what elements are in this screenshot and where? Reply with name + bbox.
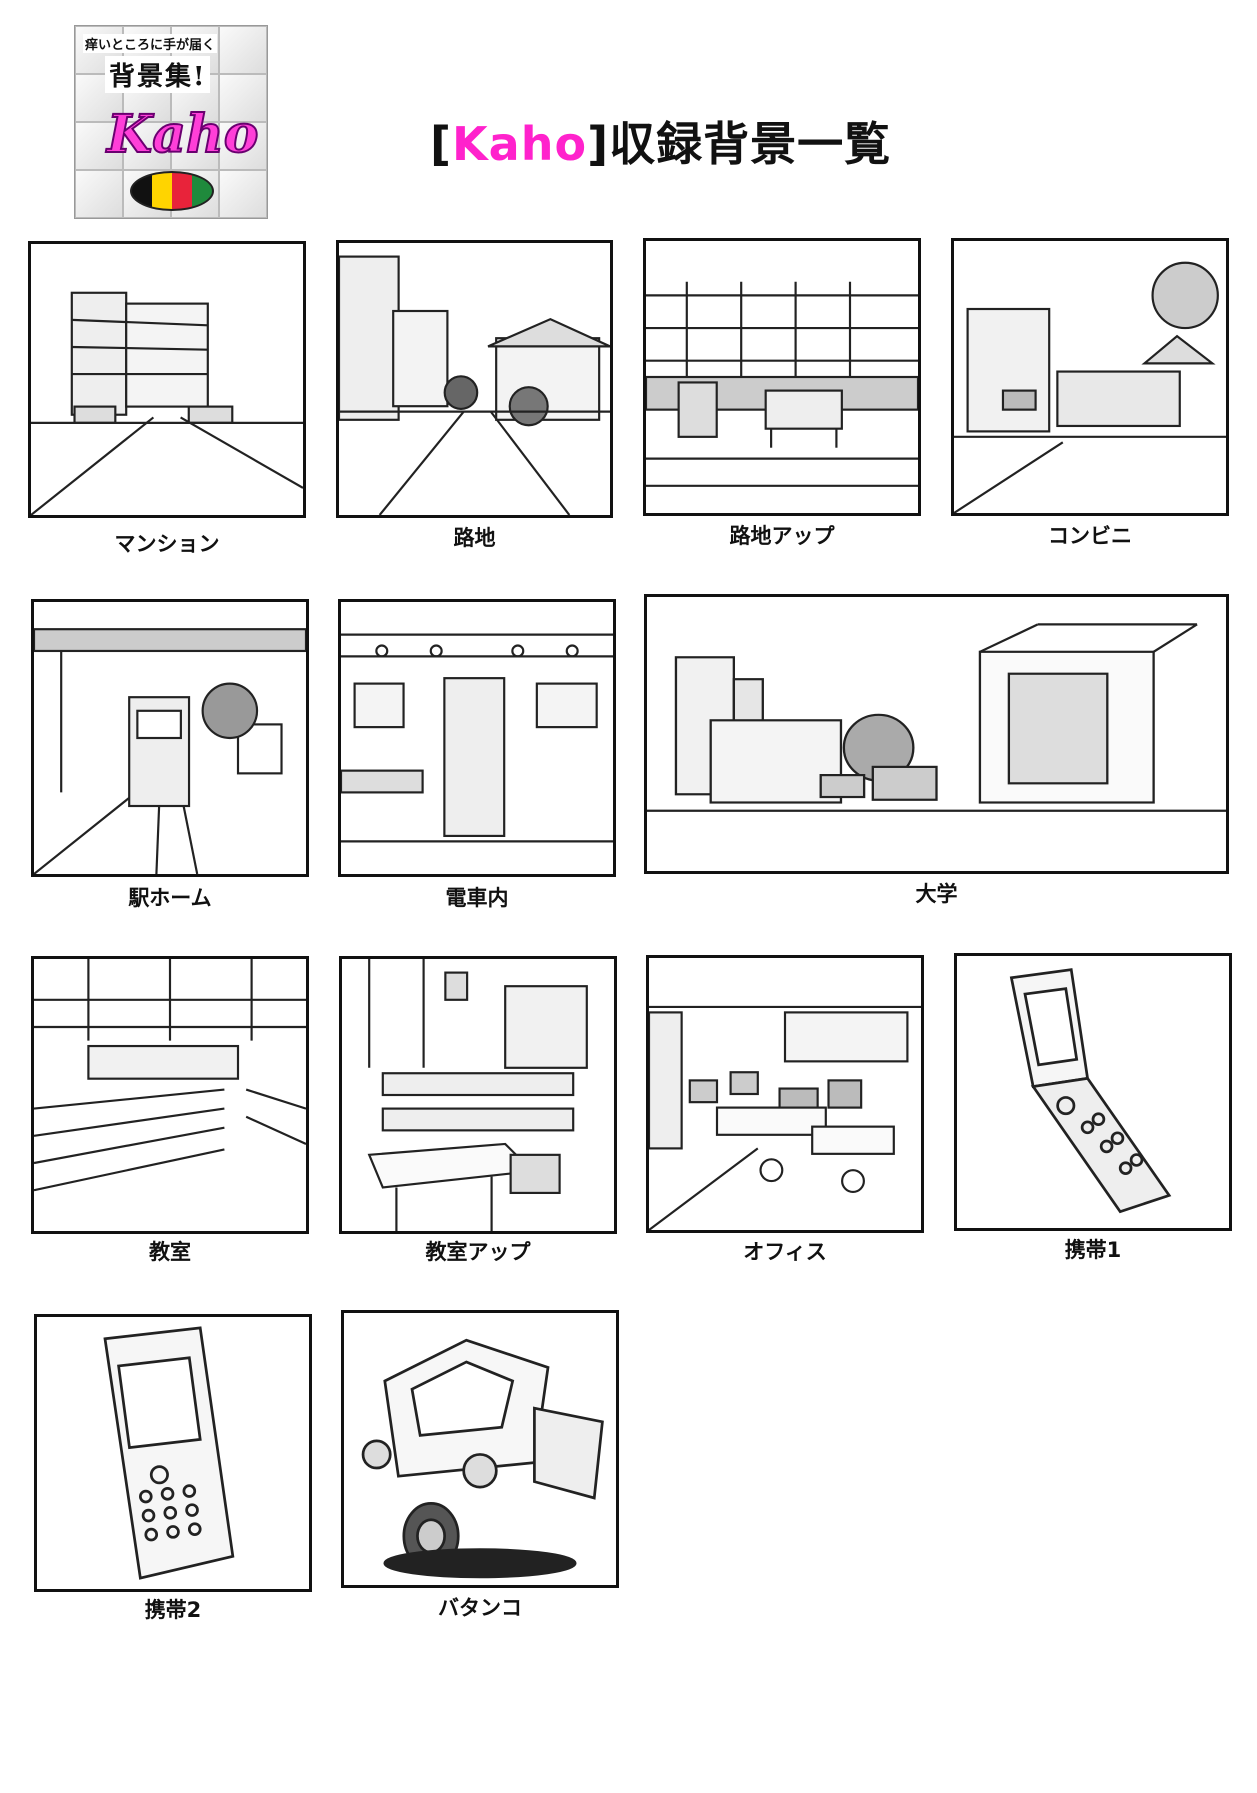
bar-phone-icon xyxy=(103,1326,235,1580)
logo-series-name: 背景集! xyxy=(105,56,211,93)
train-car-illustration xyxy=(341,633,613,843)
thumbnail-label-train-car: 電車内 xyxy=(445,886,509,910)
thumbnail-label-apartment: マンション xyxy=(114,532,220,556)
thumbnail-label-classroom: 教室 xyxy=(149,1240,191,1264)
thumbnail-label-bar-phone: 携帯2 xyxy=(144,1598,202,1622)
title-close-bracket: ] xyxy=(587,117,610,171)
title-open-bracket: [ xyxy=(430,117,453,171)
background-thumbnail-alley[interactable] xyxy=(336,240,613,518)
thumbnail-label-classroom-close: 教室アップ xyxy=(425,1240,531,1264)
classroom-close-illustration xyxy=(367,959,588,1231)
background-thumbnail-office[interactable] xyxy=(646,955,924,1233)
alley-illustration xyxy=(339,255,610,515)
logo-wordmark: Kaho xyxy=(106,103,259,166)
thumbnail-label-alley: 路地 xyxy=(453,526,496,550)
product-logo: 痒いところに手が届く 背景集! Kaho xyxy=(74,25,268,219)
title-brand: Kaho xyxy=(452,117,588,171)
background-thumbnail-alley-close[interactable] xyxy=(643,238,921,516)
flip-phone-icon xyxy=(1009,968,1172,1214)
thumbnail-label-three-wheeler: バタンコ xyxy=(438,1596,522,1620)
thumbnail-label-store: コンビニ xyxy=(1048,524,1132,548)
background-thumbnail-classroom-close[interactable] xyxy=(339,956,617,1234)
store-illustration xyxy=(954,261,1226,513)
university-illustration xyxy=(647,623,1226,812)
background-thumbnail-flip-phone[interactable] xyxy=(954,953,1232,1231)
apartment-illustration xyxy=(31,291,303,515)
background-thumbnail-classroom[interactable] xyxy=(31,956,309,1234)
classroom-illustration xyxy=(34,959,306,1192)
background-thumbnail-store[interactable] xyxy=(951,238,1229,516)
thumbnail-label-office: オフィス xyxy=(743,1240,827,1264)
logo-tagline: 痒いところに手が届く xyxy=(83,34,218,53)
office-illustration xyxy=(649,1005,921,1230)
thumbnail-label-flip-phone: 携帯1 xyxy=(1064,1238,1122,1262)
logo-badge-icon xyxy=(130,171,214,211)
background-thumbnail-university[interactable] xyxy=(644,594,1229,874)
station-illustration xyxy=(34,628,306,874)
thumbnail-label-university: 大学 xyxy=(915,882,958,906)
three-wheeler-illustration xyxy=(361,1338,604,1579)
page-title: [Kaho]収録背景一覧 xyxy=(430,108,891,174)
alley-close-illustration xyxy=(646,281,918,487)
background-thumbnail-apartment[interactable] xyxy=(28,241,306,518)
thumbnail-label-alley-close: 路地アップ xyxy=(729,524,835,548)
background-thumbnail-bar-phone[interactable] xyxy=(34,1314,312,1592)
background-thumbnail-station[interactable] xyxy=(31,599,309,877)
title-text: 収録背景一覧 xyxy=(609,117,892,171)
thumbnail-label-station: 駅ホーム xyxy=(128,886,212,910)
background-thumbnail-train-car[interactable] xyxy=(338,599,616,877)
background-thumbnail-three-wheeler[interactable] xyxy=(341,1310,619,1588)
